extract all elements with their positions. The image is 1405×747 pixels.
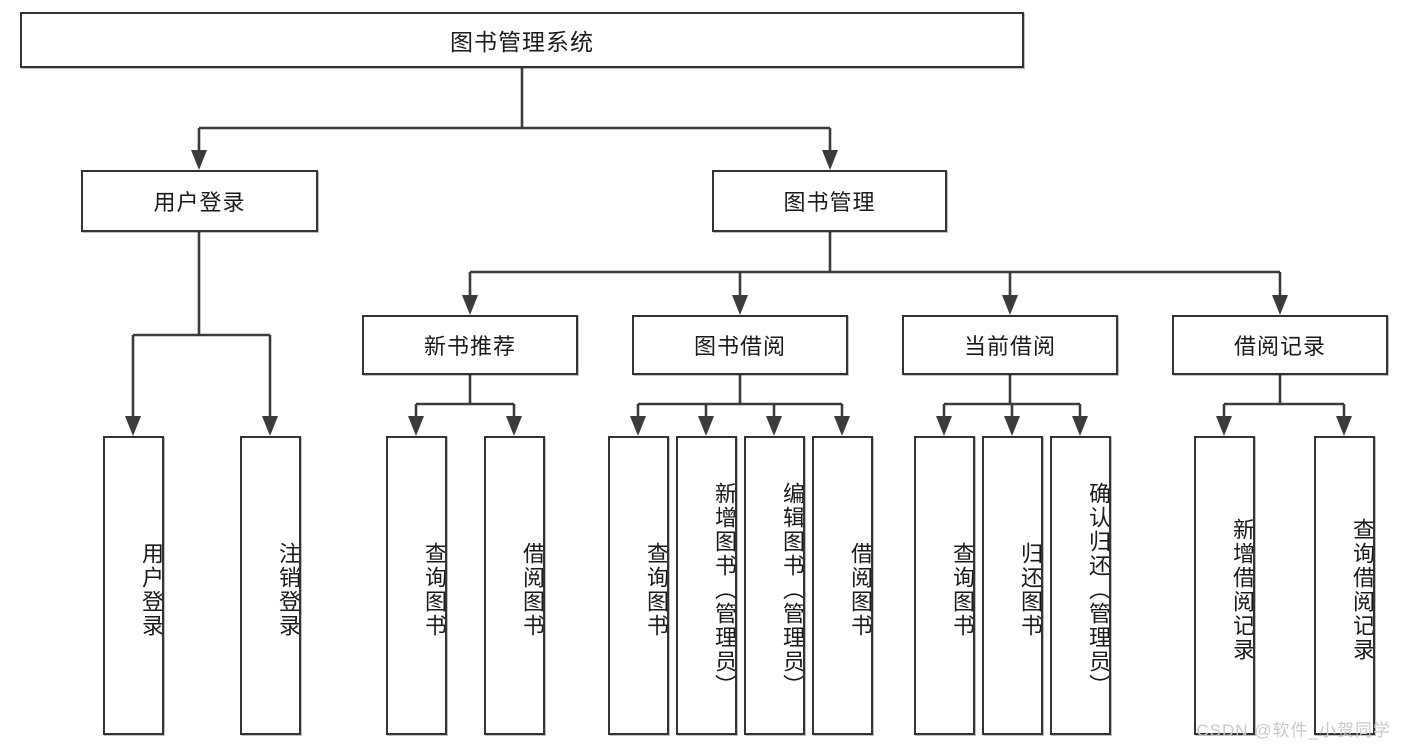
arrow-g2-l4	[834, 416, 850, 436]
arrow-g3-l3	[1072, 416, 1088, 436]
arrow-g4-l1	[1216, 416, 1232, 436]
node-user-login[interactable]: 用户登录	[81, 170, 318, 232]
node-borrow-record[interactable]: 借阅记录	[1172, 315, 1388, 375]
leaf-borrow-edit-book-admin[interactable]: 编辑图书（管理员）	[744, 436, 805, 735]
leaf-borrow-add-book-admin[interactable]: 新增图书（管理员）	[676, 436, 737, 735]
arrow-g3-l2	[1004, 416, 1020, 436]
leaf-user-login[interactable]: 用户登录	[103, 436, 164, 735]
node-book-management[interactable]: 图书管理	[712, 170, 947, 232]
leaf-recommend-borrow-book[interactable]: 借阅图书	[484, 436, 545, 735]
arrow-g1-l2	[506, 416, 522, 436]
leaf-current-query-book[interactable]: 查询图书	[914, 436, 975, 735]
arrow-user-login-l2	[262, 416, 278, 436]
arrow-g2-l1	[630, 416, 646, 436]
arrow-g4-l2	[1336, 416, 1352, 436]
leaf-record-query-borrow-record[interactable]: 查询借阅记录	[1314, 436, 1375, 735]
arrow-bm-g1	[462, 295, 478, 315]
arrow-g1-l1	[408, 416, 424, 436]
arrow-bm-g2	[732, 295, 748, 315]
arrow-g3-l1	[936, 416, 952, 436]
arrow-g2-l2	[698, 416, 714, 436]
arrow-root-to-user-login	[191, 150, 207, 170]
arrow-user-login-l1	[125, 416, 141, 436]
node-current-borrow[interactable]: 当前借阅	[902, 315, 1118, 375]
leaf-borrow-query-book[interactable]: 查询图书	[608, 436, 669, 735]
leaf-borrow-borrow-book[interactable]: 借阅图书	[812, 436, 873, 735]
node-book-borrow[interactable]: 图书借阅	[632, 315, 848, 375]
node-root[interactable]: 图书管理系统	[20, 12, 1024, 68]
node-new-book-recommend[interactable]: 新书推荐	[362, 315, 578, 375]
arrow-bm-g4	[1272, 295, 1288, 315]
arrow-root-to-book-manage	[822, 150, 838, 170]
arrow-g2-l3	[766, 416, 782, 436]
leaf-current-confirm-return-admin[interactable]: 确认归还（管理员）	[1050, 436, 1111, 735]
leaf-recommend-query-book[interactable]: 查询图书	[386, 436, 447, 735]
leaf-logout[interactable]: 注销登录	[240, 436, 301, 735]
leaf-current-return-book[interactable]: 归还图书	[982, 436, 1043, 735]
arrow-bm-g3	[1002, 295, 1018, 315]
leaf-record-add-borrow-record[interactable]: 新增借阅记录	[1194, 436, 1255, 735]
